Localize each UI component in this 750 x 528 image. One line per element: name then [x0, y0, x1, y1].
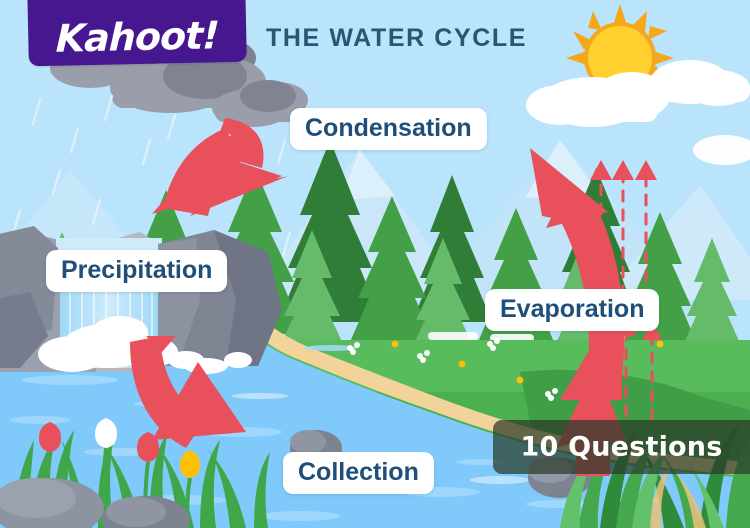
- arrow-down-left-icon: [152, 118, 288, 216]
- tulip-red: [39, 422, 61, 452]
- cloud-icon-2: [650, 60, 750, 106]
- sun-icon: [566, 4, 674, 112]
- vapor-arrow-icon: [599, 173, 648, 302]
- questions-badge: 10 Questions: [493, 420, 750, 474]
- tulip-yellow: [180, 450, 200, 478]
- label-precipitation: Precipitation: [46, 250, 228, 293]
- grass-blade-icon-right: [560, 420, 750, 528]
- label-collection: Collection: [283, 452, 434, 495]
- page-title: THE WATER CYCLE: [266, 24, 528, 52]
- rock-icon-foreground: [0, 478, 190, 528]
- label-evaporation: Evaporation: [485, 289, 660, 332]
- storm-cloud-icon-2: [110, 53, 267, 113]
- questions-badge-text: 10 Questions: [520, 431, 723, 463]
- rock-icon-left: [0, 226, 58, 368]
- vapor-arrow-head: [590, 160, 657, 180]
- kahoot-logo-banner[interactable]: Kahoot!: [27, 0, 247, 67]
- kahoot-logo-text: Kahoot!: [55, 13, 220, 61]
- cloud-icon-3: [693, 135, 750, 165]
- tulip-white: [95, 418, 117, 448]
- vapor-arrow-icon-lower: [624, 328, 654, 422]
- meadow-flowers: [347, 338, 664, 401]
- storm-cloud-icon-3: [212, 80, 308, 127]
- cloud-icon: [526, 72, 670, 127]
- arrow-down-right-icon: [130, 336, 246, 448]
- label-condensation: Condensation: [290, 108, 487, 151]
